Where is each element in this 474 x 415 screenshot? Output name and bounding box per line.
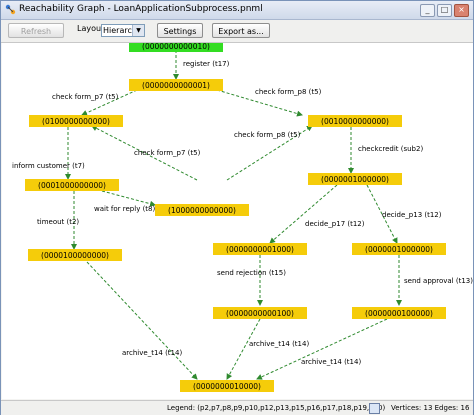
window-title: Reachability Graph - LoanApplicationSubp… <box>19 4 263 14</box>
chevron-down-icon[interactable]: ▼ <box>132 25 144 36</box>
state-node[interactable]: (0000000000100) <box>213 307 307 319</box>
layout-select-value: Hierarchic <box>103 26 144 35</box>
state-node[interactable]: (0000001000000) <box>308 173 402 185</box>
edge-label: archive_t14 (t14) <box>122 349 182 357</box>
edge-label: check form_p8 (t5) <box>255 88 322 96</box>
graph-counts: Vertices: 13 Edges: 16 <box>391 404 470 412</box>
legend-text: Legend: (p2,p7,p8,p9,p10,p12,p13,p15,p16… <box>167 404 386 412</box>
toolbar: Refresh Layout Hierarchic ▼ Settings Exp… <box>1 20 473 43</box>
state-label: (0000000001000) <box>226 245 294 254</box>
settings-button[interactable]: Settings <box>157 23 203 38</box>
state-node[interactable]: (0000001000000) <box>352 243 446 255</box>
edge-archive-1[interactable] <box>86 261 198 380</box>
state-label: (0000000000001) <box>142 81 210 90</box>
status-bar: Legend: (p2,p7,p8,p9,p10,p12,p13,p15,p16… <box>1 400 473 415</box>
edge-check-form-p7-1[interactable] <box>81 89 138 116</box>
layout-label: Layout <box>77 24 105 33</box>
edge-decide-p17[interactable] <box>269 184 338 244</box>
state-label: (0001000000000) <box>38 181 106 190</box>
edge-decide-p13[interactable] <box>366 184 398 244</box>
state-label: (1000000000000) <box>168 206 236 215</box>
refresh-button[interactable]: Refresh <box>8 23 64 38</box>
state-node-initial[interactable]: (0000000000010) <box>129 40 223 52</box>
state-label: (0000000000100) <box>226 309 294 318</box>
maximize-button[interactable]: □ <box>437 4 452 17</box>
edge-label: timeout (t2) <box>37 218 79 226</box>
edge-archive-2[interactable] <box>226 318 261 380</box>
state-label: (0000001000000) <box>321 175 389 184</box>
state-label: (0100000000000) <box>42 117 110 126</box>
edge-label: check form_p7 (t5) <box>134 149 201 157</box>
edge-label: register (t17) <box>183 60 230 68</box>
edge-label: inform customer (t7) <box>12 162 85 170</box>
edge-label: decide_p17 (t12) <box>305 220 365 228</box>
title-bar[interactable]: Reachability Graph - LoanApplicationSubp… <box>1 1 473 20</box>
state-node[interactable]: (0000100000000) <box>28 249 122 261</box>
state-label: (0000000100000) <box>365 309 433 318</box>
state-node[interactable]: (0001000000000) <box>25 179 119 191</box>
reachability-graph[interactable]: register (t17) check form_p7 (t5) check … <box>2 40 473 399</box>
close-button[interactable]: × <box>454 4 469 17</box>
state-node[interactable]: (0000000010000) <box>180 380 274 392</box>
state-node[interactable]: (1000000000000) <box>155 204 249 216</box>
edge-label: archive_t14 (t14) <box>249 340 309 348</box>
image-export-icon[interactable] <box>369 403 380 414</box>
edge-label: archive_t14 (t14) <box>301 358 361 366</box>
state-label: (0000000000010) <box>142 43 210 51</box>
state-node[interactable]: (0000000000001) <box>129 79 223 91</box>
edge-archive-3[interactable] <box>256 318 388 380</box>
app-icon <box>5 4 16 15</box>
state-label: (0000000010000) <box>193 382 261 391</box>
edge-label: wait for reply (t8) <box>94 205 155 213</box>
edge-label: send approval (t13) <box>404 277 473 285</box>
edge-wait-for-reply[interactable] <box>101 190 156 207</box>
state-node[interactable]: (0100000000000) <box>29 115 123 127</box>
state-node[interactable]: (0000000001000) <box>213 243 307 255</box>
state-label: (0000001000000) <box>365 245 433 254</box>
edge-check-form-p8-2[interactable] <box>226 125 313 181</box>
state-label: (0000100000000) <box>41 251 109 260</box>
minimize-button[interactable]: _ <box>420 4 435 17</box>
edge-label: checkcredit (sub2) <box>358 145 423 153</box>
edge-label: check form_p8 (t5) <box>234 131 301 139</box>
state-node[interactable]: (0010000000000) <box>308 115 402 127</box>
edge-label: check form_p7 (t5) <box>52 93 119 101</box>
edge-label: decide_p13 (t12) <box>382 211 442 219</box>
edge-label: send rejection (t15) <box>217 269 286 277</box>
export-as-button[interactable]: Export as... <box>212 23 270 38</box>
layout-select[interactable]: Hierarchic ▼ <box>101 24 145 37</box>
graph-canvas[interactable]: register (t17) check form_p7 (t5) check … <box>2 40 473 399</box>
state-node[interactable]: (0000000100000) <box>352 307 446 319</box>
state-label: (0010000000000) <box>321 117 389 126</box>
